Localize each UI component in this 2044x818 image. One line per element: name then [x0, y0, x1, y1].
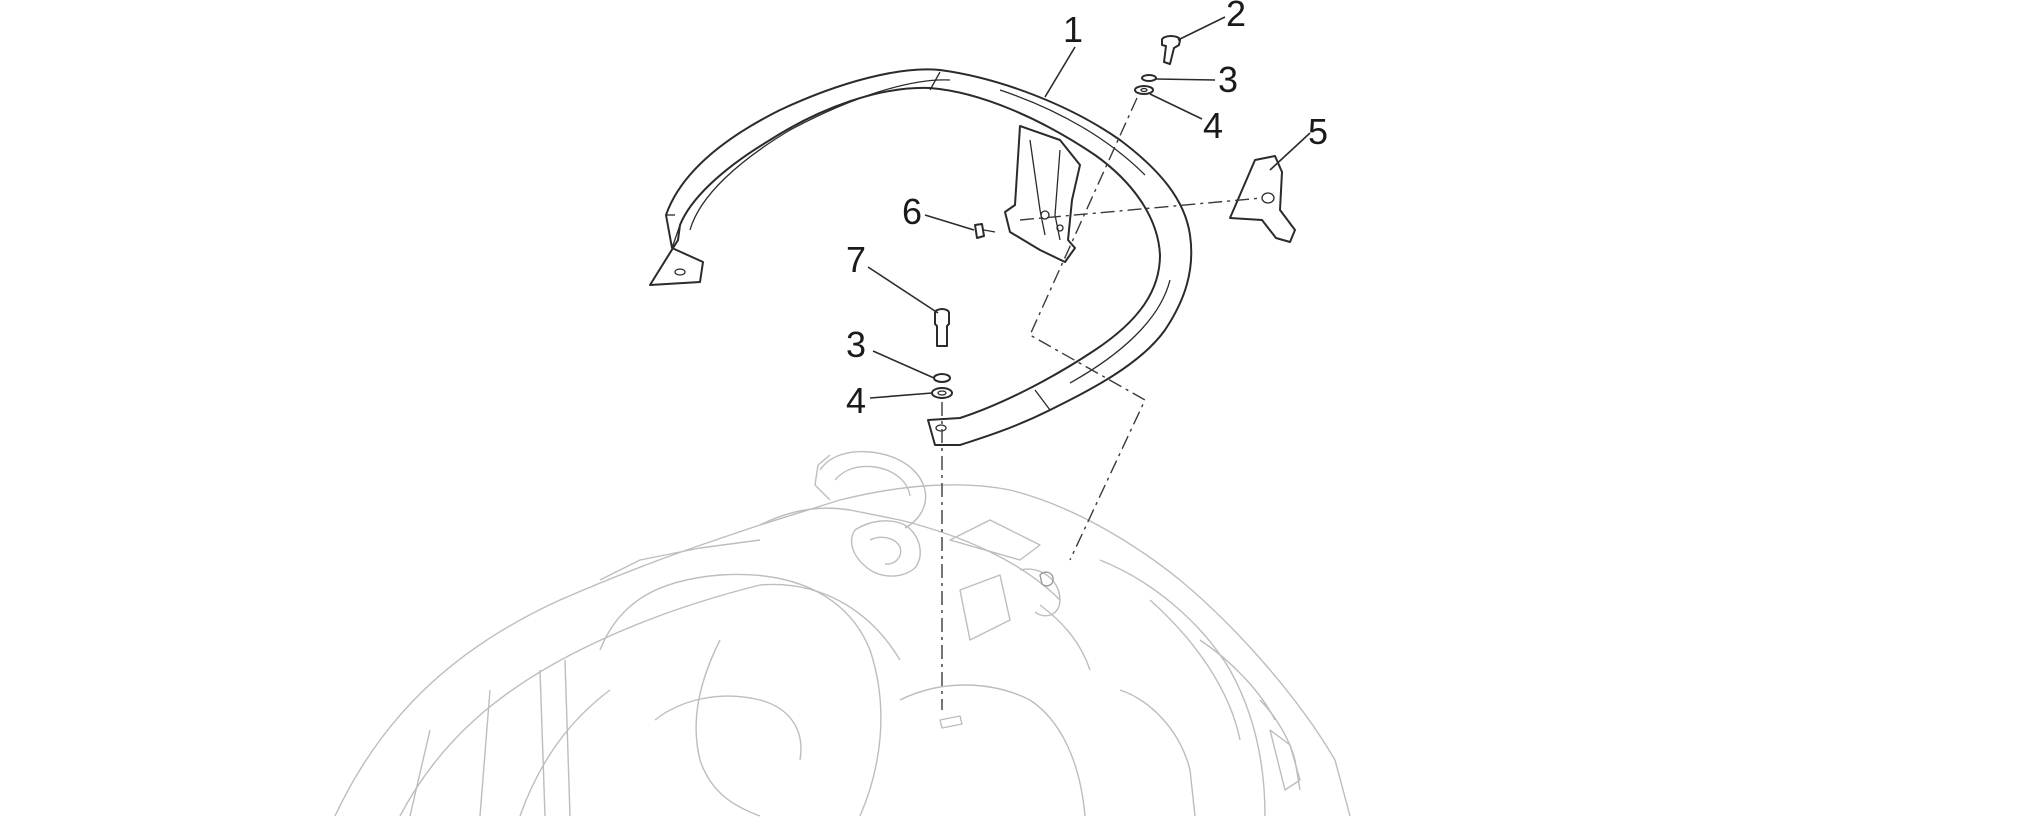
callout-3-top: 3 — [1218, 59, 1238, 100]
scooter-body-outline — [334, 450, 1351, 817]
callout-2: 2 — [1226, 0, 1246, 34]
callout-3-bottom: 3 — [846, 324, 866, 365]
flat-washer-bottom — [931, 387, 953, 399]
assembly-axes — [941, 97, 1263, 710]
leader-lines — [867, 16, 1311, 399]
rear-grab-rail — [649, 68, 1193, 446]
callout-7: 7 — [846, 239, 866, 280]
spring-washer-top — [1141, 74, 1157, 82]
callout-4-bottom: 4 — [846, 380, 866, 421]
callout-labels: 1 2 3 4 5 6 7 3 4 — [846, 0, 1328, 421]
bolt-top — [1161, 35, 1181, 65]
callout-1: 1 — [1063, 9, 1083, 50]
side-bracket — [1229, 155, 1296, 243]
callout-5: 5 — [1308, 111, 1328, 152]
bolt-bottom — [934, 308, 950, 347]
small-screw — [974, 223, 996, 239]
callout-6: 6 — [902, 191, 922, 232]
callout-4-top: 4 — [1203, 105, 1223, 146]
spring-washer-bottom — [933, 373, 951, 383]
flat-washer-top — [1134, 85, 1154, 95]
